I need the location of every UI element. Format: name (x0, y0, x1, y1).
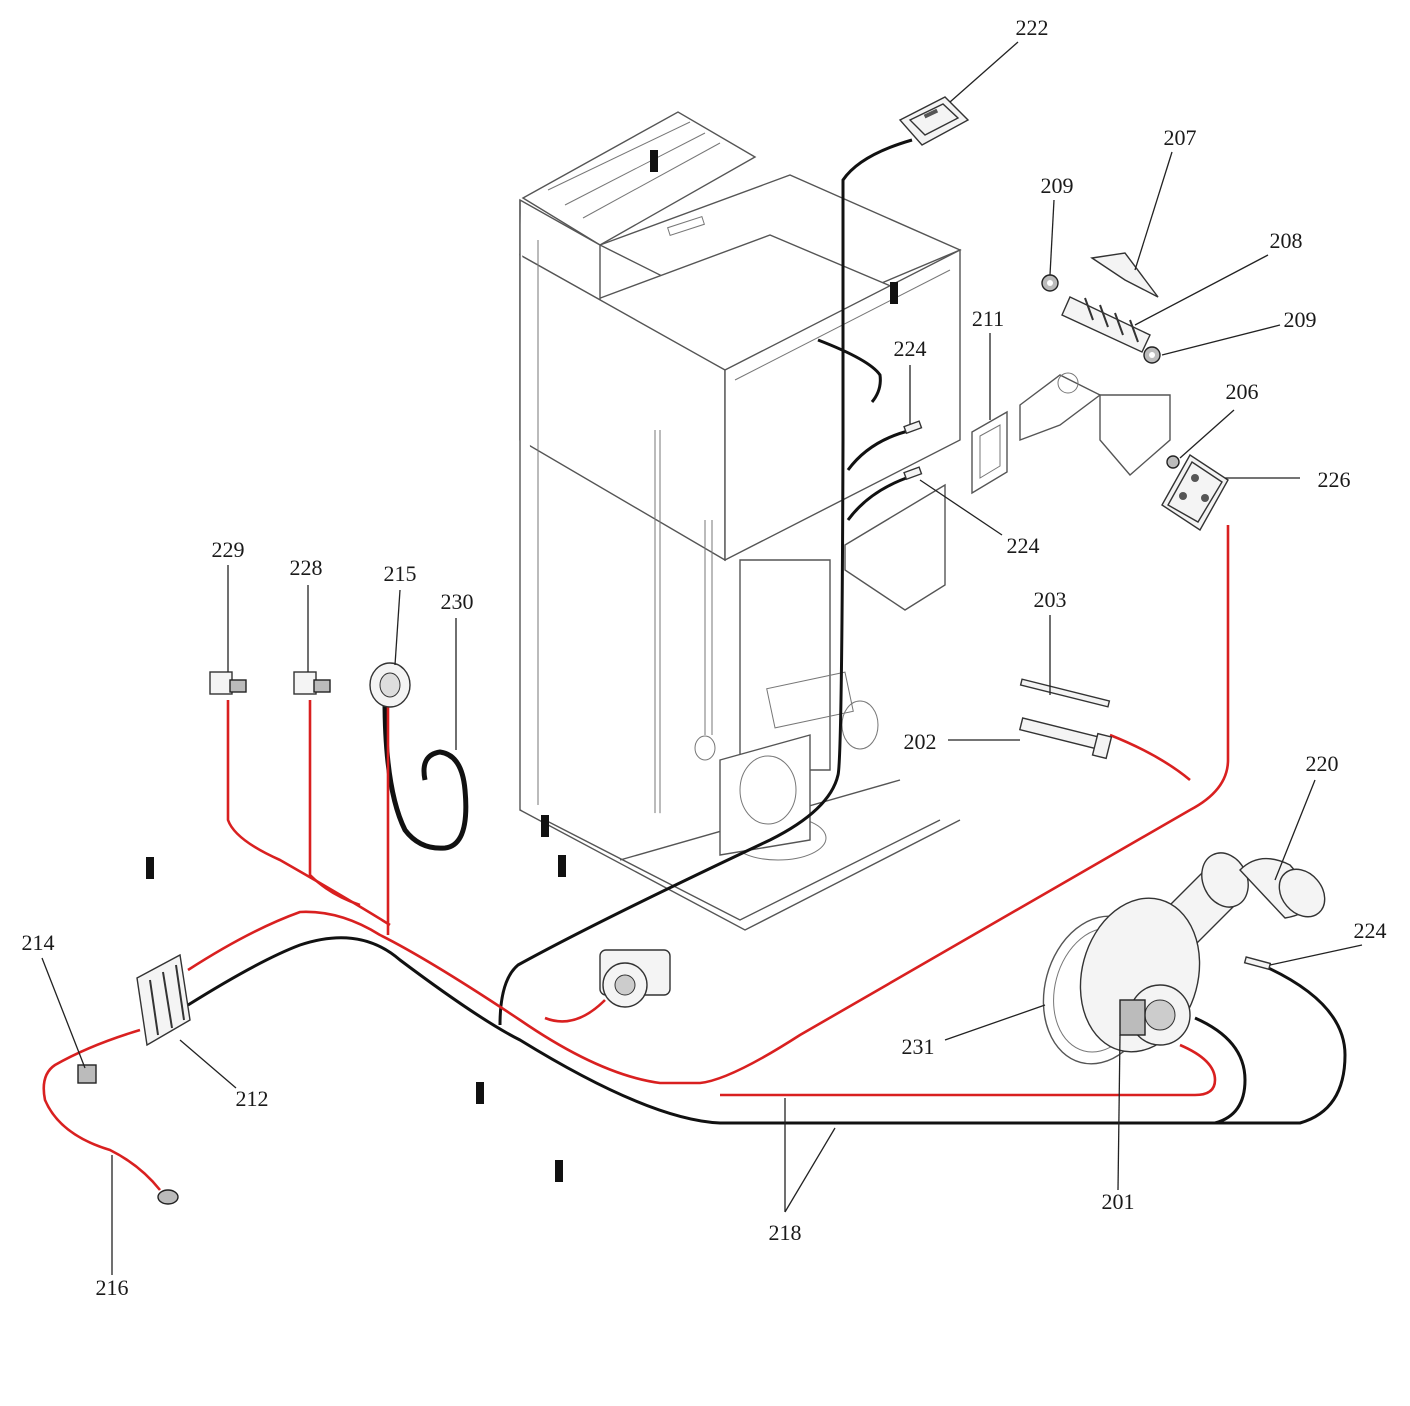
callout-224-bottom: 224 (1354, 918, 1387, 943)
red-wire-229 (226, 700, 391, 927)
callout-216: 216 (96, 1275, 129, 1300)
callout-229: 229 (212, 537, 245, 562)
callout-203: 203 (1034, 587, 1067, 612)
component-209-bearing-top (1041, 274, 1059, 292)
component-202-igniter-tube (1018, 717, 1113, 760)
red-wire-power (42, 1028, 162, 1191)
callout-224-mid: 224 (1007, 533, 1040, 558)
callout-220: 220 (1306, 751, 1339, 776)
component-214-switch (77, 1064, 97, 1084)
component-212-board (136, 953, 191, 1047)
component-auger-housing (1019, 372, 1171, 476)
callout-212: 212 (236, 1086, 269, 1111)
component-224-probe-mid (903, 466, 923, 481)
callout-226: 226 (1318, 467, 1351, 492)
component-209-bearing-bottom (1143, 346, 1161, 364)
callout-218: 218 (769, 1220, 802, 1245)
component-224-probe-top (903, 420, 923, 435)
component-pump (599, 949, 671, 1008)
callout-231: 231 (902, 1034, 935, 1059)
red-wire-igniter (1109, 733, 1191, 781)
component-215-pressure-switch (369, 662, 411, 708)
callout-209-bottom: 209 (1284, 307, 1317, 332)
component-229-sensor (209, 671, 247, 695)
callout-224-top: 224 (894, 336, 927, 361)
component-203-igniter (1019, 678, 1111, 708)
callout-228: 228 (290, 555, 323, 580)
callout-206: 206 (1226, 379, 1259, 404)
black-wire-hose-230 (382, 699, 469, 851)
red-wire-228 (308, 700, 361, 907)
red-wire-fan (720, 1043, 1217, 1097)
black-wires (187, 138, 1347, 1125)
component-216-plug (157, 1189, 179, 1205)
component-211-gasket (971, 410, 1008, 495)
black-wire-fan (1194, 1016, 1247, 1125)
black-wire-probe-1 (846, 428, 913, 471)
leader-lines (41, 41, 1363, 1275)
callout-222: 222 (1016, 15, 1049, 40)
component-228-sensor (293, 671, 331, 695)
callout-215: 215 (384, 561, 417, 586)
callout-labels: 222 207 209 208 209 211 224 206 226 224 … (22, 15, 1387, 1300)
callout-214: 214 (22, 930, 55, 955)
callout-211: 211 (972, 306, 1004, 331)
black-wire-controller (498, 138, 913, 1026)
component-207-cover (1090, 252, 1159, 298)
callout-202: 202 (904, 729, 937, 754)
component-206-bolt (1166, 455, 1180, 469)
red-wire-pump (544, 999, 606, 1023)
callout-230: 230 (441, 589, 474, 614)
red-wires (42, 525, 1230, 1191)
component-201-fan (1079, 897, 1201, 1053)
callout-208: 208 (1270, 228, 1303, 253)
callout-207: 207 (1164, 125, 1197, 150)
red-wire-main (187, 525, 1230, 1085)
black-wire-sensor (817, 338, 882, 403)
component-208-auger (1061, 296, 1151, 353)
component-222-control-panel (898, 96, 970, 146)
black-wire-main-loop (187, 936, 1347, 1125)
component-224-probe-bottom (1243, 956, 1272, 971)
black-wire-probe-2 (846, 474, 913, 521)
component-226-motor (1161, 454, 1229, 531)
callout-209-top: 209 (1041, 173, 1074, 198)
callout-201: 201 (1102, 1189, 1135, 1214)
